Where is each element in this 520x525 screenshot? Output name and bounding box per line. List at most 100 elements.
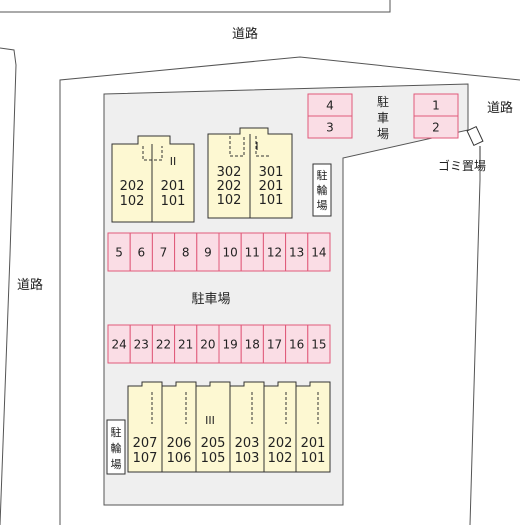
parking-space-9: 9 bbox=[196, 232, 220, 272]
parking-top-label: 駐 車 場 bbox=[377, 94, 389, 141]
parking-space-14: 14 bbox=[307, 232, 331, 272]
parking-space-17: 17 bbox=[262, 324, 287, 364]
building-i-stair-left bbox=[229, 136, 245, 157]
parking-space-18: 18 bbox=[240, 324, 264, 364]
parking-space-17-label: 17 bbox=[267, 337, 282, 351]
bike-parking-top-char-3: 場 bbox=[317, 199, 328, 212]
parking-space-13-label: 13 bbox=[289, 245, 304, 259]
parking-space-15: 15 bbox=[307, 324, 331, 364]
parking-space-21-label: 21 bbox=[178, 337, 193, 351]
unit-b3-203: 203 bbox=[235, 436, 260, 451]
parking-space-22-label: 22 bbox=[156, 337, 171, 351]
unit-b2-201: 201 bbox=[161, 179, 186, 194]
parking-space-1-label: 1 bbox=[432, 98, 440, 112]
parking-space-9-label: 9 bbox=[204, 245, 212, 259]
building-iii-mark: III bbox=[205, 414, 215, 427]
parking-space-12-label: 12 bbox=[267, 245, 282, 259]
parking-space-14-box bbox=[307, 232, 331, 272]
unit-b3-107: 107 bbox=[133, 451, 158, 466]
building-iii: III 207 107 206 106 205 105 203 103 202 … bbox=[127, 381, 331, 473]
garbage-station bbox=[466, 125, 484, 160]
parking-top-char-3: 場 bbox=[377, 127, 389, 141]
unit-b3-106: 106 bbox=[167, 451, 192, 466]
parking-space-7-label: 7 bbox=[160, 245, 168, 259]
road-edge-left bbox=[0, 47, 17, 525]
unit-b2-102: 102 bbox=[120, 194, 145, 209]
building-iii-outline bbox=[127, 381, 331, 473]
parking-space-15-box bbox=[307, 324, 331, 364]
parking-space-2-box bbox=[413, 115, 459, 139]
bike-parking-top: 駐 輪 場 bbox=[312, 163, 332, 217]
building-ii: II 202 102 201 101 bbox=[111, 135, 195, 223]
bike-parking-bottom: 駐 輪 場 bbox=[106, 419, 126, 475]
bike-parking-bottom-char-3: 場 bbox=[111, 458, 122, 471]
parking-top-char-1: 駐 bbox=[377, 94, 389, 109]
garbage-box bbox=[466, 125, 484, 147]
road-label-right: 道路 bbox=[487, 100, 513, 116]
parking-space-6-label: 6 bbox=[137, 245, 145, 259]
unit-b3-205: 205 bbox=[201, 436, 226, 451]
parking-space-4: 4 bbox=[307, 93, 353, 117]
building-i-stair-right bbox=[255, 136, 270, 157]
unit-b3-201: 201 bbox=[301, 436, 326, 451]
parking-space-1: 1 bbox=[413, 93, 459, 117]
parking-space-15-label: 15 bbox=[311, 337, 326, 351]
unit-b3-105: 105 bbox=[201, 451, 226, 466]
parking-space-7: 7 bbox=[151, 232, 176, 272]
unit-b3-101: 101 bbox=[301, 451, 326, 466]
parking-space-5-label: 5 bbox=[115, 245, 123, 259]
unit-b1-302: 302 bbox=[217, 165, 242, 180]
garbage-label: ゴミ置場 bbox=[438, 158, 486, 173]
unit-b3-206: 206 bbox=[167, 436, 192, 451]
parking-space-16: 16 bbox=[285, 324, 309, 364]
road-edge-right bbox=[469, 150, 481, 525]
building-i-mark: I bbox=[255, 140, 258, 153]
building-ii-stair bbox=[142, 146, 163, 161]
parking-space-12: 12 bbox=[262, 232, 287, 272]
parking-space-3-label: 3 bbox=[326, 120, 334, 134]
parking-group-top-left: 43 bbox=[307, 93, 353, 139]
unit-b1-102: 102 bbox=[217, 193, 242, 208]
parking-space-8-label: 8 bbox=[182, 245, 190, 259]
unit-b3-202: 202 bbox=[268, 436, 293, 451]
parking-space-16-label: 16 bbox=[289, 337, 304, 351]
bike-parking-bottom-box bbox=[106, 419, 126, 475]
parking-space-2: 2 bbox=[413, 115, 459, 139]
parking-space-20: 20 bbox=[196, 324, 220, 364]
road-label-left: 道路 bbox=[17, 277, 43, 293]
unit-b3-102: 102 bbox=[268, 451, 293, 466]
unit-b3-207: 207 bbox=[133, 436, 158, 451]
parking-space-4-label: 4 bbox=[326, 98, 334, 112]
building-i: I 302 202 102 301 201 101 bbox=[207, 127, 293, 219]
bike-parking-bottom-char-1: 駐 bbox=[111, 425, 122, 439]
unit-b2-101: 101 bbox=[161, 194, 186, 209]
parking-label-center: 駐車場 bbox=[191, 292, 230, 307]
parking-space-18-label: 18 bbox=[245, 337, 260, 351]
parking-space-3: 3 bbox=[307, 115, 353, 139]
parking-group-top-right: 12 bbox=[413, 93, 459, 139]
parking-space-5: 5 bbox=[107, 232, 131, 272]
parking-space-13: 13 bbox=[285, 232, 309, 272]
parking-space-19: 19 bbox=[218, 324, 242, 364]
unit-b1-202: 202 bbox=[217, 179, 242, 194]
bike-parking-top-char-2: 輪 bbox=[317, 183, 328, 197]
parking-space-23: 23 bbox=[129, 324, 153, 364]
parking-space-24: 24 bbox=[107, 324, 131, 364]
parking-space-2-label: 2 bbox=[432, 120, 440, 134]
bike-parking-top-char-1: 駐 bbox=[317, 168, 328, 182]
unit-b1-201: 201 bbox=[259, 179, 284, 194]
unit-b1-101: 101 bbox=[259, 193, 284, 208]
parking-space-22: 22 bbox=[151, 324, 176, 364]
building-ii-mark: II bbox=[170, 155, 177, 168]
building-ii-outline bbox=[111, 135, 195, 223]
parking-space-14-label: 14 bbox=[311, 245, 326, 259]
parking-space-11-label: 11 bbox=[245, 245, 260, 259]
road-edge-top bbox=[0, 0, 391, 13]
unit-b1-301: 301 bbox=[259, 165, 284, 180]
bike-parking-bottom-char-2: 輪 bbox=[111, 441, 122, 455]
parking-space-10: 10 bbox=[218, 232, 242, 272]
parking-space-6: 6 bbox=[129, 232, 153, 272]
